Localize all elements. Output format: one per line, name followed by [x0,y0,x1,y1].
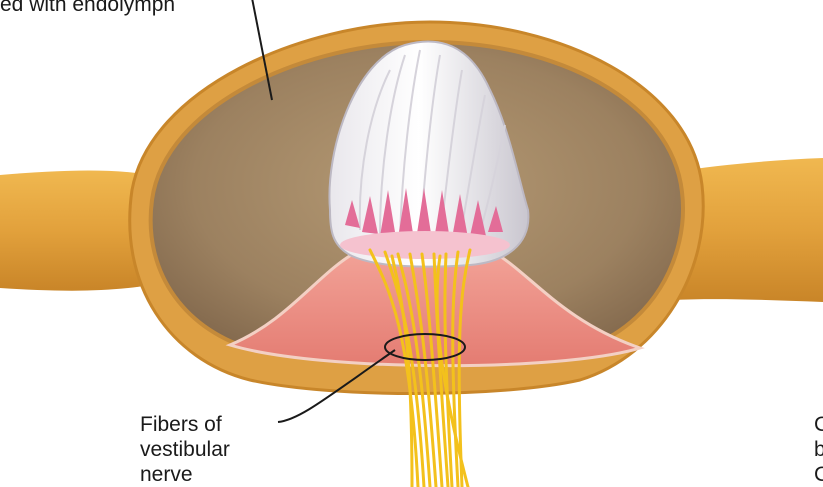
nerve-fibers-label-line2: vestibular [140,437,230,462]
endolymph-label: ed with endolymph [0,0,175,17]
right-edge-label-line1: C [814,412,823,437]
right-edge-label-line3: C [814,462,823,487]
nerve-fibers-label: Fibers of vestibular nerve [140,412,230,487]
supporting-cells [340,231,510,259]
nerve-fibers-label-line1: Fibers of [140,412,230,437]
right-edge-label: C b C [814,412,823,487]
left-duct [0,170,150,290]
nerve-fibers-label-line3: nerve [140,462,230,487]
right-edge-label-line2: b [814,437,823,462]
